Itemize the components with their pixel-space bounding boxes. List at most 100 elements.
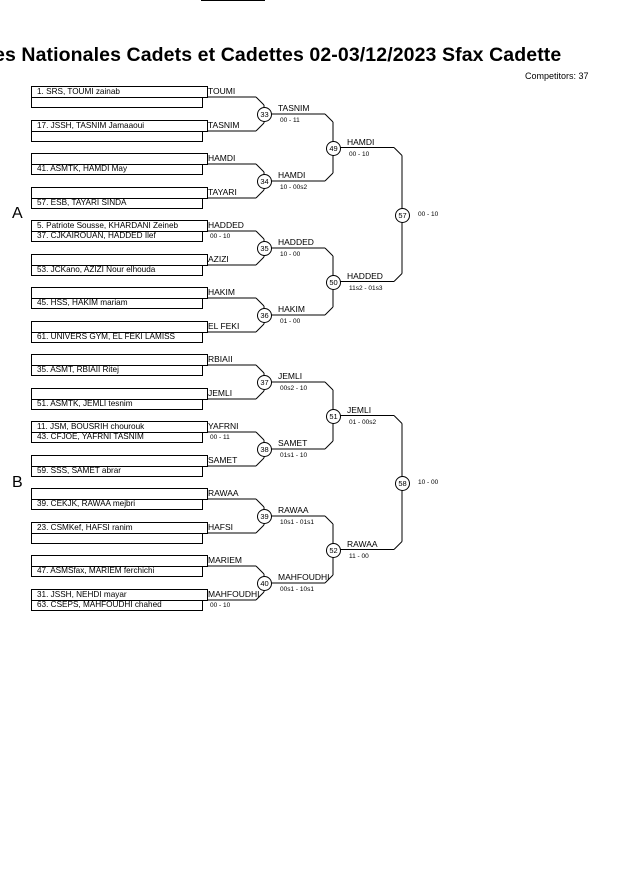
entry-box: 31. JSSH, NEHDI mayar xyxy=(31,589,208,601)
entry-box: 23. CSMKef, HAFSI ranim xyxy=(31,522,208,534)
round2-score: 10 - 00s2 xyxy=(280,184,308,191)
round3-winner: RAWAA xyxy=(347,538,378,549)
round1-bottom-name: JEMLI xyxy=(208,388,233,398)
entry-box: 1. SRS, TOUMI zainab xyxy=(31,86,208,98)
entry-lower-text: 63. CSEPS, MAHFOUDHI chahed xyxy=(37,600,162,609)
round1-bottom-bend xyxy=(255,122,265,132)
round1-bottom-bend xyxy=(255,524,265,534)
round2-bend xyxy=(324,306,334,316)
entry-lower-text: 47. ASMSfax, MARIEM ferchichi xyxy=(37,566,155,575)
match-node: 33 xyxy=(257,107,272,122)
match-node: 52 xyxy=(326,542,341,558)
entry-box-lower xyxy=(31,97,203,108)
entry-box xyxy=(31,555,208,567)
round1-top-name: HADDED xyxy=(208,220,244,230)
entry-box xyxy=(31,287,208,299)
round1-top-name: RAWAA xyxy=(208,488,239,498)
round1-bottom-name: MAHFOUDHI xyxy=(208,589,260,599)
competitor-count: Competitors: 37 xyxy=(525,71,589,81)
entry-box-lower: 51. ASMTK, JEMLI tesnim xyxy=(31,399,203,410)
entry-box-lower: 53. JCKano, AZIZI Nour elhouda xyxy=(31,265,203,276)
match-node: 50 xyxy=(326,274,341,290)
entry-box xyxy=(31,153,208,165)
entry-lower-text: 45. HSS, HAKIM mariam xyxy=(37,298,128,307)
round1-bottom-bend xyxy=(255,390,265,400)
entry-box xyxy=(31,455,208,467)
round2-winner: HAMDI xyxy=(278,170,306,180)
match-node: 36 xyxy=(257,308,272,323)
entry-box-lower: 63. CSEPS, MAHFOUDHI chahed xyxy=(31,600,203,611)
entry-lower-text: 61. UNIVERS GYM, EL FEKI LAMISS xyxy=(37,332,176,341)
entry-box-lower: 43. CFJOE, YAFRNI TASNIM xyxy=(31,432,203,443)
entry-box: 11. JSM, BOUSRIH chourouk xyxy=(31,421,208,433)
entry-box-lower xyxy=(31,533,203,544)
round3-score: 11s2 - 01s3 xyxy=(349,284,383,292)
round3-winner: HADDED xyxy=(347,270,383,281)
round2-winner: RAWAA xyxy=(278,505,309,515)
round2-winner: HADDED xyxy=(278,237,314,247)
entry-box-lower xyxy=(31,131,203,142)
round2-winner: SAMET xyxy=(278,438,308,448)
round3-bend xyxy=(393,273,403,282)
entry-box xyxy=(31,254,208,266)
round2-score: 10 - 00 xyxy=(280,251,301,258)
round3-score: 00 - 10 xyxy=(349,150,370,158)
entry-lower-text: 35. ASMT, RBIAII Ritej xyxy=(37,365,119,374)
entry-lower-text: 53. JCKano, AZIZI Nour elhouda xyxy=(37,265,156,274)
match-node: 40 xyxy=(257,576,272,591)
round1-top-name: MARIEM xyxy=(208,555,242,565)
round1-top-bend xyxy=(255,96,265,106)
round1-top-bend xyxy=(255,364,265,374)
round1-bottom-name: HAFSI xyxy=(208,522,234,532)
round1-top-bend xyxy=(255,163,265,173)
round3-score: 01 - 00s2 xyxy=(349,418,377,426)
match-node: 49 xyxy=(326,140,341,156)
round2-bend xyxy=(324,440,334,450)
entry-box xyxy=(31,321,208,333)
round3-bend xyxy=(393,147,403,156)
match-node: 38 xyxy=(257,442,272,457)
round2-score: 10s1 - 01s1 xyxy=(280,519,314,526)
entry-lower-text: 57. ESB, TAYARI SINDA xyxy=(37,198,127,207)
entry-box-lower: 61. UNIVERS GYM, EL FEKI LAMISS xyxy=(31,332,203,343)
round2-bend xyxy=(324,381,334,391)
round2-score: 01s1 - 10 xyxy=(280,452,308,459)
entry-box-lower: 37. CJKAIROUAN, HADDED Ilef xyxy=(31,231,203,242)
entry-box-lower: 57. ESB, TAYARI SINDA xyxy=(31,198,203,209)
round1-top-bend xyxy=(255,431,265,441)
round1-top-name: HAMDI xyxy=(208,153,236,163)
round1-bottom-bend xyxy=(255,256,265,266)
entry-box: 5. Patriote Sousse, KHARDANI Zeineb xyxy=(31,220,208,232)
round3-winner: JEMLI xyxy=(347,404,372,415)
round3-bend xyxy=(393,541,403,550)
entry-box xyxy=(31,488,208,500)
entry-lower-text: 37. CJKAIROUAN, HADDED Ilef xyxy=(37,231,156,240)
entry-box-lower: 45. HSS, HAKIM mariam xyxy=(31,298,203,309)
match-node: 35 xyxy=(257,241,272,256)
round1-bottom-bend xyxy=(255,189,265,199)
round1-top-name: TOUMI xyxy=(208,86,236,96)
entry-box-lower: 41. ASMTK, HAMDI May xyxy=(31,164,203,175)
round1-bottom-name: TASNIM xyxy=(208,120,240,130)
round1-bottom-name: TAYARI xyxy=(208,187,237,197)
entry-lower-text: 59. SSS, SAMET abrar xyxy=(37,466,122,475)
round3-winner: HAMDI xyxy=(347,136,375,147)
match-node: 51 xyxy=(326,408,341,424)
round1-bottom-name: SAMET xyxy=(208,455,238,465)
round1-bottom-name: AZIZI xyxy=(208,254,229,264)
round2-winner: JEMLI xyxy=(278,371,303,381)
top-rule xyxy=(201,0,265,1)
round2-score: 00s2 - 10 xyxy=(280,385,308,392)
round3-bend xyxy=(393,415,403,424)
round2-bend xyxy=(324,113,334,123)
round2-score: 00 - 11 xyxy=(280,117,300,124)
round2-winner: HAKIM xyxy=(278,304,305,314)
round1-top-bend xyxy=(255,565,265,575)
round2-winner: TASNIM xyxy=(278,103,310,113)
round1-top-bend xyxy=(255,297,265,307)
entry-box-lower: 47. ASMSfax, MARIEM ferchichi xyxy=(31,566,203,577)
round1-bottom-name: EL FEKI xyxy=(208,321,240,331)
entry-lower-text: 51. ASMTK, JEMLI tesnim xyxy=(37,399,133,408)
round1-bottom-bend xyxy=(255,457,265,467)
entry-lower-text: 43. CFJOE, YAFRNI TASNIM xyxy=(37,432,144,441)
